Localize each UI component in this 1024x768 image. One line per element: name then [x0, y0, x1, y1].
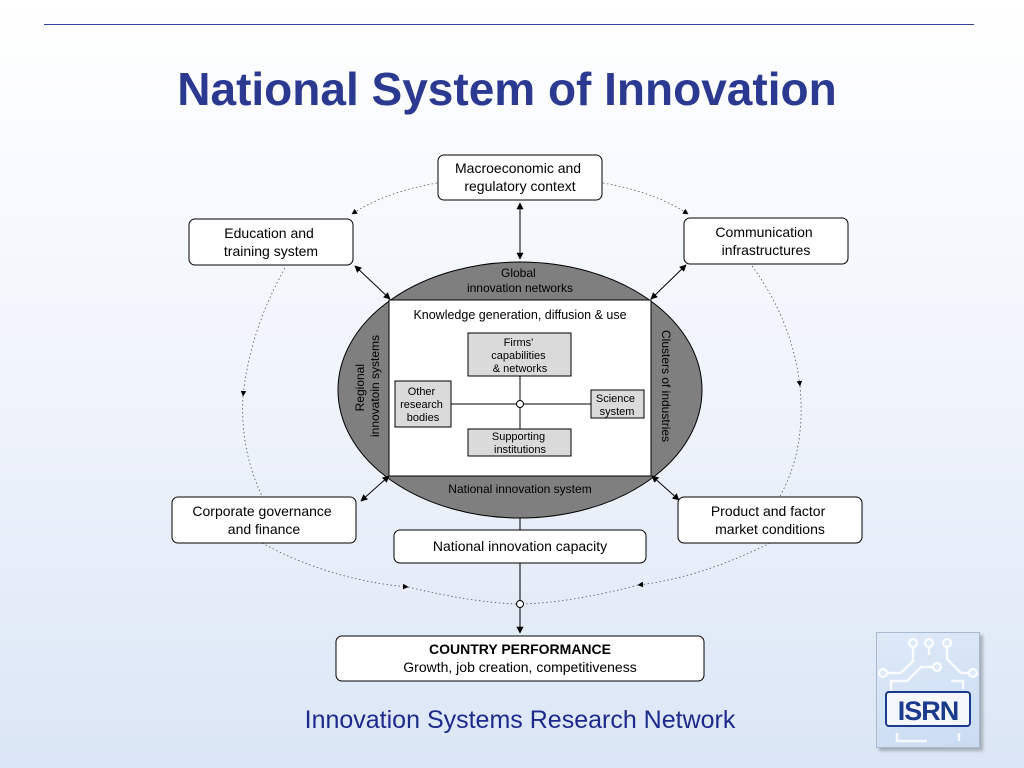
- isrn-logo: ISRN: [876, 632, 980, 748]
- arrow-corporate-ellipse: [360, 475, 390, 502]
- education-box: [188, 218, 354, 266]
- macroeconomic-label: Macroeconomic and regulatory context: [455, 160, 585, 194]
- corporate-governance-box: [171, 496, 357, 544]
- science-system-box: [590, 389, 645, 419]
- isrn-logo-text: ISRN: [885, 691, 971, 727]
- global-networks-label: Global innovation networks: [467, 266, 573, 295]
- outer-ring-left-lower: [242, 395, 263, 497]
- communication-box: [683, 217, 849, 265]
- other-research-label: Other research bodies: [400, 386, 446, 424]
- outer-ring-top-left: [351, 182, 438, 215]
- outer-ring-right: [751, 265, 803, 387]
- firms-capabilities-label: Firms' capabilities & networks: [491, 337, 548, 375]
- education-label: Education and training system: [224, 225, 318, 259]
- product-factor-box: [677, 496, 863, 544]
- outer-ring-bottom-right: [637, 542, 771, 588]
- inner-junction: [516, 400, 524, 408]
- arrow-education-ellipse: [354, 265, 391, 300]
- science-system-label: Science system: [596, 393, 638, 418]
- top-rule: [44, 24, 974, 25]
- communication-label: Communication infrastructures: [715, 224, 816, 258]
- macroeconomic-box: [437, 154, 603, 201]
- national-innovation-system-label: National innovation system: [448, 482, 591, 496]
- country-performance-title: COUNTRY PERFORMANCE: [429, 641, 611, 657]
- bottom-junction: [516, 600, 524, 608]
- footer-organization: Innovation Systems Research Network: [304, 706, 736, 734]
- page-title: National System of Innovation: [177, 63, 837, 115]
- supporting-institutions-label: Supporting institutions: [492, 431, 548, 456]
- arrow-communication-ellipse: [650, 264, 687, 300]
- innovation-capacity-box: [393, 529, 647, 564]
- country-performance-box: [335, 635, 705, 682]
- arrow-product-ellipse: [651, 475, 680, 501]
- other-research-box: [394, 380, 452, 428]
- corporate-governance-label: Corporate governance and finance: [192, 503, 335, 537]
- knowledge-core-title: Knowledge generation, diffusion & use: [413, 308, 626, 322]
- clusters-label: Clusters of industries: [659, 330, 673, 442]
- outer-ring-bottom-left-2: [407, 586, 517, 605]
- outer-ring-top-right: [602, 182, 689, 215]
- supporting-institutions-box: [467, 428, 572, 457]
- outer-ring-left: [240, 267, 286, 397]
- circuit-pattern-icon: [878, 638, 978, 743]
- outer-ring-bottom-right-2: [522, 584, 639, 605]
- country-performance-subtitle: Growth, job creation, competitiveness: [403, 659, 636, 675]
- innovation-capacity-label: National innovation capacity: [433, 538, 607, 554]
- outer-ring-bottom-left: [261, 542, 409, 590]
- product-factor-label: Product and factor market conditions: [711, 503, 829, 537]
- firms-capabilities-box: [467, 332, 572, 377]
- outer-ring-right-lower: [779, 385, 802, 497]
- regional-systems-label: Regional innovatoin systems: [353, 335, 382, 437]
